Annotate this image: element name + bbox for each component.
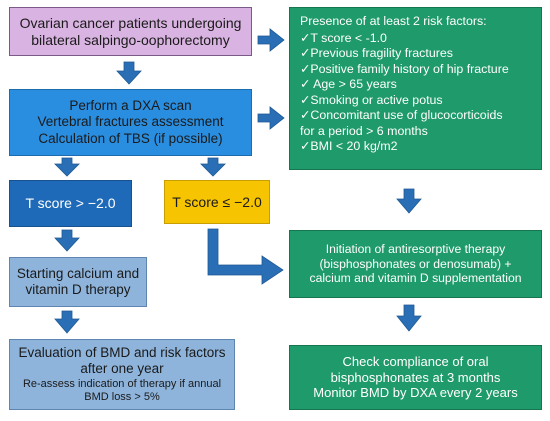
tscore-above-label: T score > −2.0 (25, 195, 116, 212)
bmd-eval-line-1: Evaluation of BMD and risk factors (18, 345, 226, 361)
arrow-down-icon (200, 157, 226, 177)
arrow-right-icon (257, 28, 285, 52)
compliance-line-2: bisphosphonates at 3 months (330, 369, 501, 385)
calcium-line-2: vitamin D therapy (25, 282, 131, 297)
arrow-down-icon (396, 188, 422, 214)
compliance-monitoring-box: Check compliance of oral bisphosphonates… (289, 345, 542, 410)
calcium-line-1: Starting calcium and (16, 265, 140, 281)
arrow-down-icon (116, 61, 142, 85)
arrow-down-icon (54, 157, 80, 177)
antiresorptive-line-3: calcium and vitamin D supplementation (309, 271, 522, 286)
antiresorptive-line-2: (bisphosphonates or denosumab) + (319, 256, 512, 271)
tscore-below-box: T score ≤ −2.0 (164, 180, 270, 224)
patients-line-1: Ovarian cancer patients undergoing (19, 14, 242, 31)
bmd-eval-line-3: Re-assess indication of therapy if annua… (22, 377, 222, 390)
antiresorptive-line-1: Initiation of antiresorptive therapy (325, 242, 506, 257)
risk-factors-box: Presence of at least 2 risk factors: ✓T … (289, 7, 542, 170)
arrow-down-icon (396, 304, 422, 332)
risk-item: ✓ Age > 65 years (300, 77, 397, 91)
risk-item: ✓Smoking or active potus (300, 92, 443, 107)
risk-item-continuation: for a period > 6 months (300, 123, 428, 138)
compliance-line-1: Check compliance of oral (342, 354, 489, 370)
bmd-evaluation-box: Evaluation of BMD and risk factors after… (9, 339, 235, 410)
patients-line-2: bilateral salpingo-oophorectomy (31, 31, 230, 48)
risk-item: ✓Concomitant use of glucocorticoids (300, 108, 503, 122)
risk-item: ✓BMI < 20 kg/m2 (300, 139, 398, 153)
risk-item: ✓Positive family history of hip fracture (300, 61, 509, 76)
patients-box: Ovarian cancer patients undergoing bilat… (9, 7, 252, 56)
dxa-scan-box: Perform a DXA scan Vertebral fractures a… (9, 89, 252, 156)
compliance-line-3: Monitor BMD by DXA every 2 years (313, 385, 518, 401)
calcium-vitd-box: Starting calcium and vitamin D therapy (9, 257, 147, 307)
dxa-line-3: Calculation of TBS (if possible) (38, 130, 223, 146)
dxa-line-1: Perform a DXA scan (69, 98, 192, 114)
antiresorptive-therapy-box: Initiation of antiresorptive therapy (bi… (289, 230, 542, 298)
risk-factors-title: Presence of at least 2 risk factors: (300, 14, 487, 28)
tscore-below-label: T score ≤ −2.0 (172, 193, 262, 210)
arrow-down-icon (54, 310, 80, 334)
arrow-down-icon (54, 229, 80, 252)
risk-item: ✓Previous fragility fractures (300, 46, 453, 60)
arrow-bent-right-icon (207, 228, 284, 285)
bmd-eval-line-4: BMD loss > 5% (84, 390, 160, 403)
dxa-line-2: Vertebral fractures assessment (37, 114, 224, 130)
bmd-eval-line-2: after one year (80, 361, 164, 377)
risk-item: ✓T score < -1.0 (300, 30, 387, 45)
tscore-above-box: T score > −2.0 (9, 180, 132, 227)
arrow-right-icon (257, 106, 285, 130)
